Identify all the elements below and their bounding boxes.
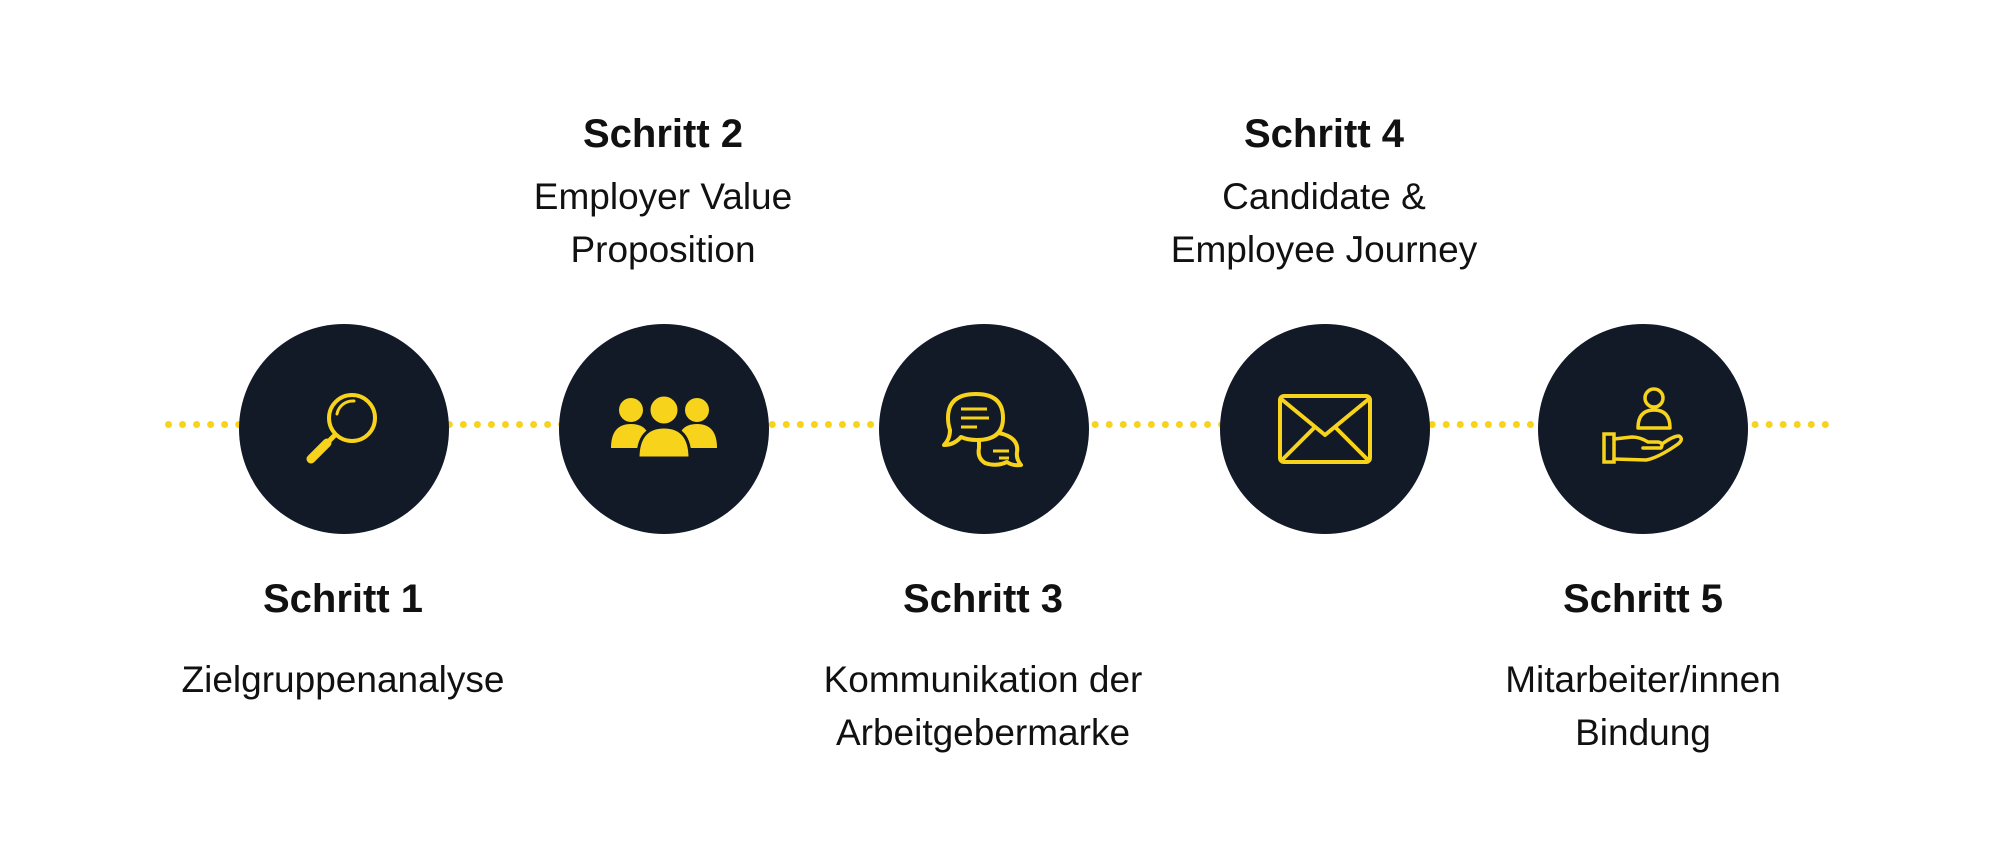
envelope-icon [1278,394,1372,464]
step-1-label: Schritt 1 Zielgruppenanalyse [123,575,563,706]
step-2-title: Schritt 2 [582,112,744,156]
step-5-description: Mitarbeiter/innen Bindung [1505,659,1781,753]
chat-bubbles-icon [942,392,1023,468]
step-3-title: Schritt 3 [902,577,1064,621]
people-group-icon [611,394,717,460]
step-3-label: Schritt 3 Kommunikation der Arbeitgeberm… [763,575,1203,759]
step-5-circle [1538,324,1748,534]
step-5-title: Schritt 5 [1562,577,1724,621]
magnifying-glass-icon [306,393,377,464]
step-3-description: Kommunikation der Arbeitgebermarke [823,659,1143,753]
step-3-circle [879,324,1089,534]
step-4-label: Schritt 4 Candidate & Employee Journey [1104,110,1544,276]
step-2-description: Employer Value Proposition [533,176,793,270]
step-2-label: Schritt 2 Employer Value Proposition [443,110,883,276]
hand-person-icon [1602,387,1683,464]
step-1-title: Schritt 1 [262,577,424,621]
step-4-title: Schritt 4 [1243,112,1405,156]
step-4-circle [1220,324,1430,534]
step-1-description: Zielgruppenanalyse [181,659,505,700]
step-4-description: Candidate & Employee Journey [1170,176,1478,270]
step-5-label: Schritt 5 Mitarbeiter/innen Bindung [1423,575,1863,759]
step-2-circle [559,324,769,534]
step-1-circle [239,324,449,534]
